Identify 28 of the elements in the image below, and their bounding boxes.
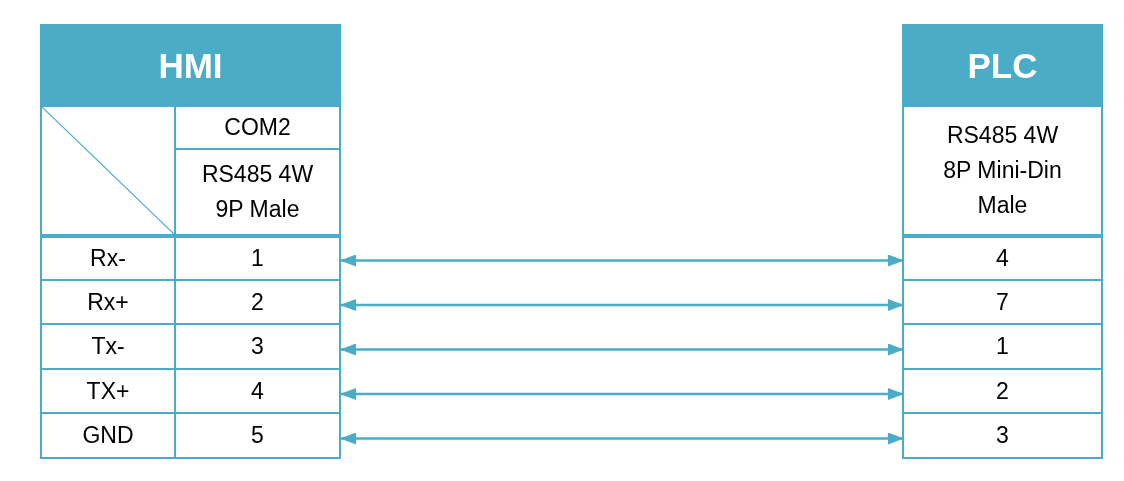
device-table	[40, 24, 341, 459]
pin-cell: 3	[904, 412, 1101, 457]
pin-cell: 4	[174, 368, 339, 412]
signal-cell: TX+	[42, 368, 174, 412]
signal-cell: GND	[42, 412, 174, 457]
signal-cell: Rx+	[42, 279, 174, 323]
device-table	[902, 24, 1103, 459]
connection-arrow	[340, 254, 904, 267]
pin-cell: 7	[904, 279, 1101, 323]
connection-arrow	[340, 299, 904, 311]
signal-cell: Rx-	[42, 234, 174, 279]
port-cell: COM2	[174, 105, 339, 148]
pin-cell: 2	[904, 368, 1101, 412]
table-title: PLC	[904, 26, 1101, 105]
pin-cell: 4	[904, 234, 1101, 279]
connection-arrow	[340, 388, 904, 400]
signal-cell: Tx-	[42, 323, 174, 368]
pin-cell: 5	[174, 412, 339, 457]
connector-cell: RS485 4W 8P Mini-Din Male	[904, 105, 1101, 234]
pin-cell: 2	[174, 279, 339, 323]
connection-arrow	[340, 343, 904, 356]
connection-arrow	[340, 432, 904, 445]
table-title: HMI	[42, 26, 339, 105]
diagonal-cell	[42, 105, 174, 234]
pin-cell: 3	[174, 323, 339, 368]
pin-cell: 1	[174, 234, 339, 279]
connector-cell: RS485 4W 9P Male	[174, 148, 339, 234]
pin-cell: 1	[904, 323, 1101, 368]
